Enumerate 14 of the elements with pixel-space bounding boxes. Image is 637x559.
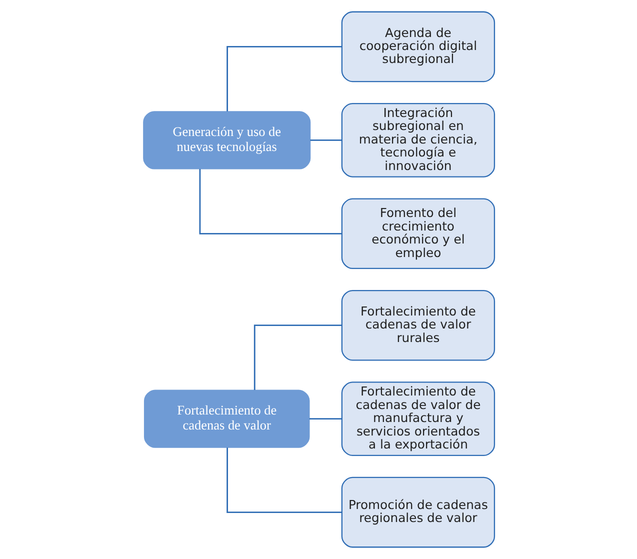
node-box: Fomento del crecimiento económico y el empleo <box>340 198 495 270</box>
node-box: Agenda de cooperación digital subregional <box>340 11 495 82</box>
node-box: Integración subregional en materia de ciencia, tecnología e innovación <box>340 103 495 178</box>
node-box: Fortalecimiento de cadenas de valor <box>143 390 310 448</box>
connector <box>198 168 342 234</box>
node-box: Fortalecimiento de cadenas de valor rurales <box>340 290 495 361</box>
connector <box>226 46 342 112</box>
connector <box>253 324 342 390</box>
connector <box>226 448 342 513</box>
connector <box>310 139 342 141</box>
node-box: Promoción de cadenas regionales de valor <box>340 476 495 548</box>
node-box: Generación y uso de nuevas tecnologías <box>142 111 310 170</box>
connector <box>308 418 342 420</box>
node-box: Fortalecimiento de cadenas de valor de manufactura y servicios orientados a la exportación <box>340 382 495 456</box>
